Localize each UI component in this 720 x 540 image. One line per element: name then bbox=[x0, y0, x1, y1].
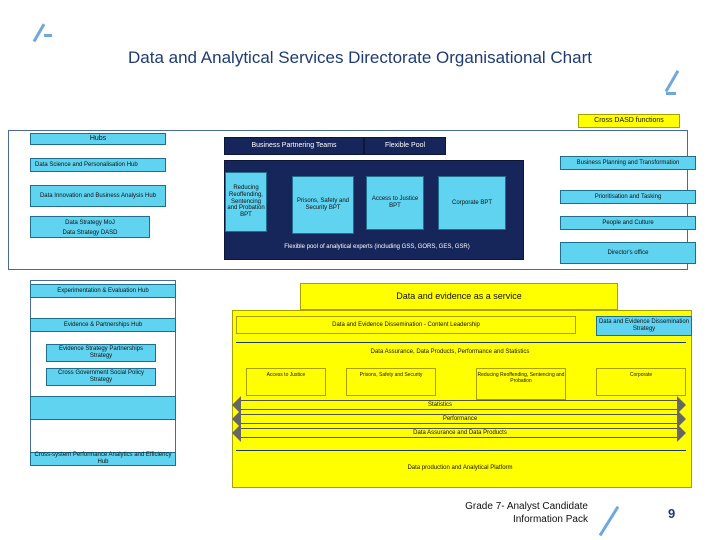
cross-dasd-people-culture: People and Culture bbox=[560, 216, 696, 230]
business-partnering-header: Business Partnering Teams bbox=[224, 137, 364, 155]
hub-data-strategy-dasd: Data Strategy DASD bbox=[62, 229, 118, 236]
decoration-line-top-left bbox=[32, 23, 46, 43]
decoration-line-top-right-h bbox=[666, 92, 676, 95]
decoration-line-bottom-right bbox=[598, 505, 620, 537]
band-data-assurance bbox=[241, 428, 677, 438]
arrow-right-performance bbox=[677, 410, 686, 428]
band-statistics bbox=[241, 400, 677, 410]
column-reducing-reoffending: Reducing Reoffending, Sentencing and Pro… bbox=[476, 368, 566, 400]
bpt-prisons: Prisons, Safety and Security BPT bbox=[292, 176, 354, 234]
cross-dasd-prioritisation: Prioritisation and Tasking bbox=[560, 190, 696, 204]
column-corporate: Corporate bbox=[596, 368, 686, 396]
evidence-strategy: Evidence Strategy Partnerships Strategy bbox=[46, 344, 156, 362]
flexible-pool-header: Flexible Pool bbox=[364, 137, 446, 155]
cross-dasd-directors-office: Director's office bbox=[560, 242, 696, 264]
arrow-left-statistics bbox=[232, 396, 241, 414]
cross-dasd-business-planning: Business Planning and Transformation bbox=[560, 156, 696, 170]
assurance-divider bbox=[236, 342, 686, 343]
hub-cross-system: Cross-system Performance Analytics and E… bbox=[30, 452, 176, 466]
arrow-right-statistics bbox=[677, 396, 686, 414]
footer-line-2: Information Pack bbox=[512, 514, 588, 525]
column-access-justice: Access to Justice bbox=[246, 368, 326, 396]
hub-experimentation: Experimentation & Evaluation Hub bbox=[30, 284, 176, 298]
hub-data-science: Data Science and Personalisation Hub bbox=[30, 158, 166, 172]
bpt-reducing-reoffending: Reducing Reoffending, Sentencing and Pro… bbox=[225, 172, 267, 232]
arrow-left-data-assurance bbox=[232, 424, 241, 442]
bpt-corporate: Corporate BPT bbox=[438, 176, 506, 230]
column-prisons: Prisons, Safety and Security bbox=[346, 368, 436, 396]
hub-evidence-partnerships: Evidence & Partnerships Hub bbox=[30, 318, 176, 332]
band-performance-label: Performance bbox=[442, 415, 478, 422]
page-number: 9 bbox=[668, 506, 676, 521]
arrow-left-performance bbox=[232, 410, 241, 428]
arrow-right-data-assurance bbox=[677, 424, 686, 442]
dissemination-box: Data and Evidence Dissemination - Conten… bbox=[236, 316, 576, 334]
footer-text: Grade 7- Analyst Candidate Information P… bbox=[418, 500, 588, 530]
data-service-header: Data and evidence as a service bbox=[300, 283, 618, 310]
footer-line-1: Grade 7- Analyst Candidate bbox=[465, 501, 588, 512]
band-data-assurance-label: Data Assurance and Data Products bbox=[413, 429, 507, 436]
assurance-header: Data Assurance, Data Products, Performan… bbox=[370, 348, 530, 355]
bpt-access-justice: Access to Justice BPT bbox=[366, 176, 424, 230]
platform-divider bbox=[236, 450, 686, 451]
cross-dasd-header: Cross DASD functions bbox=[578, 114, 680, 128]
band-statistics-label: Statistics bbox=[427, 401, 452, 408]
hubs-header: Hubs bbox=[30, 133, 166, 145]
dissemination-strategy: Data and Evidence Dissemination Strategy bbox=[596, 316, 692, 336]
cross-gov-strategy: Cross Government Social Policy Strategy bbox=[46, 368, 156, 386]
page-title: Data and Analytical Services Directorate… bbox=[128, 48, 592, 67]
platform-label: Data production and Analytical Platform bbox=[407, 464, 513, 471]
flexible-pool-text: Flexible pool of analytical experts (inc… bbox=[284, 243, 470, 250]
hub-blank-box bbox=[30, 396, 176, 420]
band-performance bbox=[241, 414, 677, 424]
hub-data-strategy: Data Strategy MoJ Data Strategy DASD bbox=[30, 216, 150, 238]
decoration-line-top-left-h bbox=[44, 34, 52, 37]
hub-data-strategy-moj: Data Strategy MoJ bbox=[65, 219, 115, 226]
hub-data-innovation: Data Innovation and Business Analysis Hu… bbox=[30, 185, 166, 207]
